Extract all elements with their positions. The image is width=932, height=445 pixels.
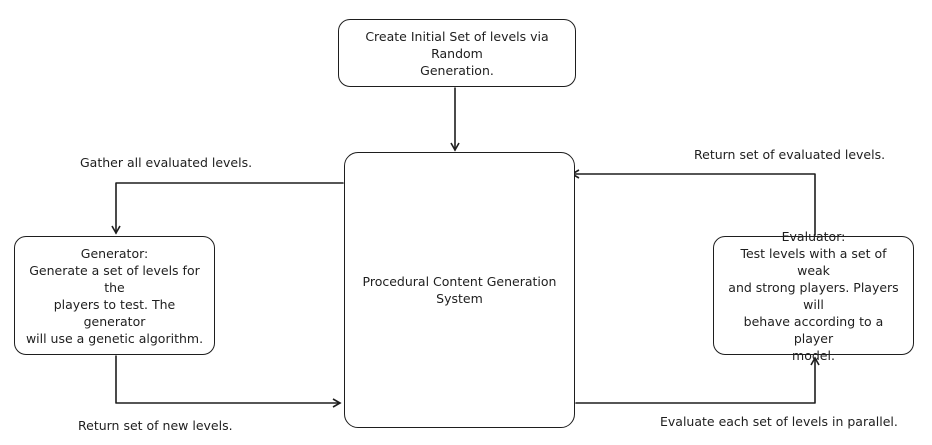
- arrow-pcg-to-generator: [111, 182, 344, 235]
- evaluator-node-line-5: model.: [792, 347, 835, 363]
- pcg-node-line-2: System: [436, 291, 483, 306]
- arrow-pcg-to-evaluator: [575, 356, 820, 404]
- init-random-generation-node: Create Initial Set of levels via Random …: [338, 19, 576, 87]
- arrow-evaluator-to-pcg: [570, 169, 816, 236]
- edge-label-return-evaluated: Return set of evaluated levels.: [694, 147, 886, 162]
- edge-label-gather: Gather all evaluated levels.: [80, 155, 253, 170]
- arrow-generator-to-pcg: [115, 355, 342, 408]
- generator-node-line-2: Generate a set of levels for the: [29, 262, 204, 295]
- generator-node-line-3: players to test. The generator: [53, 296, 180, 329]
- evaluator-node-line-4: behave according to a player: [743, 313, 888, 346]
- pcg-system-node: Procedural Content Generation System: [344, 152, 575, 428]
- edge-label-evaluate-parallel: Evaluate each set of levels in parallel.: [660, 414, 898, 429]
- evaluator-node: Evaluator: Test levels with a set of wea…: [713, 229, 914, 363]
- evaluator-node-line-3: and strong players. Players will: [728, 279, 903, 312]
- evaluator-node-line-1: Evaluator:: [781, 228, 846, 244]
- init-node-line-1: Create Initial Set of levels via Random: [365, 28, 553, 61]
- init-node-line-2: Generation.: [420, 62, 494, 78]
- edge-label-return-new: Return set of new levels.: [78, 418, 233, 433]
- generator-node: Generator: Generate a set of levels for …: [14, 236, 215, 355]
- generator-node-line-4: will use a genetic algorithm.: [25, 330, 204, 346]
- evaluator-node-line-2: Test levels with a set of weak: [740, 245, 891, 278]
- generator-node-line-1: Generator:: [80, 245, 149, 261]
- pcg-node-line-1: Procedural Content Generation: [362, 274, 557, 289]
